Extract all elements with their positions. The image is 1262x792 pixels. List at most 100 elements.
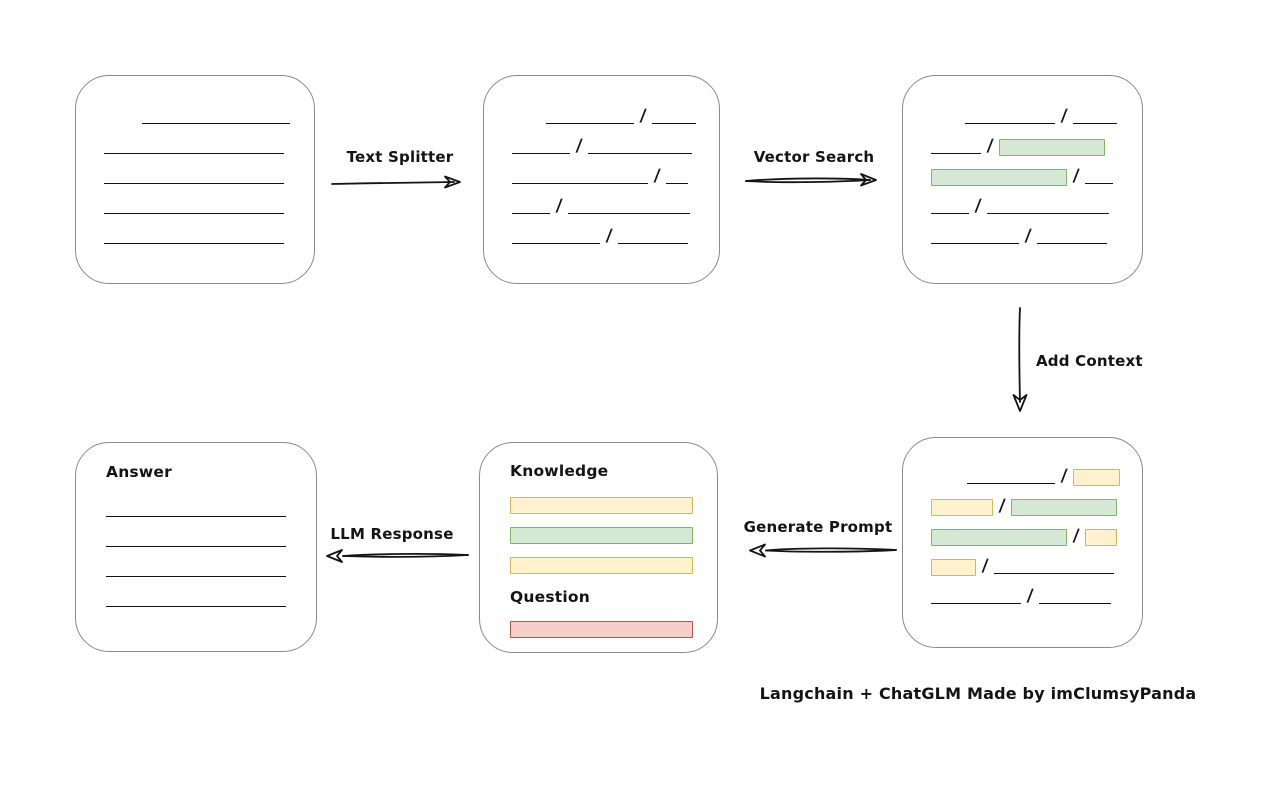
- generate-prompt-arrow-icon: [749, 543, 897, 558]
- text-row: /: [931, 166, 1142, 186]
- indent-gap: [104, 125, 136, 126]
- text-row: [510, 524, 717, 544]
- text-line: [104, 153, 284, 154]
- vector-search-arrow-icon: [745, 173, 877, 187]
- text-row: /: [931, 496, 1142, 516]
- slash-separator: /: [555, 196, 563, 216]
- text-row: [104, 136, 314, 156]
- text-row: /: [931, 106, 1142, 126]
- green-highlight-chip: [510, 527, 693, 544]
- indent-gap: [512, 125, 540, 126]
- slash-separator: /: [1026, 586, 1034, 606]
- text-line: [1085, 183, 1114, 184]
- text-row: [510, 494, 717, 514]
- llm-response-arrow-icon: [326, 549, 469, 563]
- text-line: [967, 483, 1055, 484]
- text-line: [104, 243, 284, 244]
- node-answer: Answer: [75, 442, 317, 652]
- slash-separator: /: [1060, 106, 1068, 126]
- knowledge-label: Knowledge: [510, 462, 609, 480]
- text-line: [1037, 243, 1108, 244]
- slash-separator: /: [653, 166, 661, 186]
- node-context-chunks: / / / / /: [902, 437, 1143, 648]
- text-line: [106, 576, 286, 577]
- text-row: [106, 559, 316, 579]
- text-line: [142, 123, 290, 124]
- slash-separator: /: [1072, 526, 1080, 546]
- slash-separator: /: [998, 496, 1006, 516]
- text-line: [931, 603, 1021, 604]
- split-text-lines: / / / / /: [512, 106, 719, 246]
- text-line: [106, 606, 286, 607]
- text-row: [104, 196, 314, 216]
- node-split-chunks: / / / / /: [483, 75, 720, 284]
- text-line: [512, 213, 550, 214]
- text-line: [104, 183, 284, 184]
- text-line: [994, 573, 1115, 574]
- text-row: [104, 166, 314, 186]
- text-row: /: [512, 136, 719, 156]
- text-row: [510, 554, 717, 574]
- green-highlight-chip: [999, 139, 1106, 156]
- yellow-highlight-chip: [510, 557, 693, 574]
- text-row: /: [931, 586, 1142, 606]
- text-line: [931, 213, 969, 214]
- text-line: [987, 213, 1110, 214]
- answer-label: Answer: [106, 463, 172, 481]
- text-line: [1073, 123, 1118, 124]
- text-line: [106, 516, 286, 517]
- text-line: [1039, 603, 1112, 604]
- text-splitter-label: Text Splitter: [346, 148, 454, 166]
- slash-separator: /: [1024, 226, 1032, 246]
- text-row: [106, 499, 316, 519]
- document-text-lines: [104, 106, 314, 246]
- context-text-lines: / / / / /: [931, 466, 1142, 606]
- text-row: /: [931, 136, 1142, 156]
- indent-gap: [931, 485, 961, 486]
- matched-text-lines: / / / / /: [931, 106, 1142, 246]
- text-splitter-arrow-icon: [331, 175, 461, 189]
- slash-separator: /: [575, 136, 583, 156]
- text-row: /: [931, 556, 1142, 576]
- knowledge-bars: [510, 494, 717, 574]
- text-row: [106, 529, 316, 549]
- yellow-highlight-chip: [931, 499, 993, 516]
- text-row: /: [931, 466, 1142, 486]
- add-context-label: Add Context: [1036, 352, 1143, 370]
- green-highlight-chip: [931, 169, 1067, 186]
- slash-separator: /: [639, 106, 647, 126]
- yellow-highlight-chip: [931, 559, 976, 576]
- yellow-highlight-chip: [1085, 529, 1118, 546]
- footer-credit: Langchain + ChatGLM Made by imClumsyPand…: [759, 684, 1197, 703]
- text-line: [512, 183, 648, 184]
- text-row: /: [512, 196, 719, 216]
- slash-separator: /: [981, 556, 989, 576]
- text-row: /: [512, 226, 719, 246]
- text-line: [104, 213, 284, 214]
- question-bar: [510, 618, 717, 638]
- text-line: [512, 243, 600, 244]
- add-context-arrow-icon: [1012, 307, 1028, 412]
- text-line: [618, 243, 689, 244]
- vector-search-label: Vector Search: [753, 148, 875, 166]
- yellow-highlight-chip: [510, 497, 693, 514]
- text-row: [510, 618, 717, 638]
- text-line: [546, 123, 634, 124]
- slash-separator: /: [605, 226, 613, 246]
- text-line: [965, 123, 1055, 124]
- red-highlight-chip: [510, 621, 693, 638]
- text-line: [512, 153, 570, 154]
- text-line: [931, 243, 1019, 244]
- node-matched-chunks: / / / / /: [902, 75, 1143, 284]
- slash-separator: /: [1072, 166, 1080, 186]
- text-row: /: [931, 526, 1142, 546]
- text-row: /: [512, 166, 719, 186]
- text-row: [104, 226, 314, 246]
- slash-separator: /: [986, 136, 994, 156]
- node-source-document: [75, 75, 315, 284]
- slash-separator: /: [974, 196, 982, 216]
- node-prompt: Knowledge Question: [479, 442, 718, 653]
- text-row: /: [931, 226, 1142, 246]
- llm-response-label: LLM Response: [330, 525, 454, 543]
